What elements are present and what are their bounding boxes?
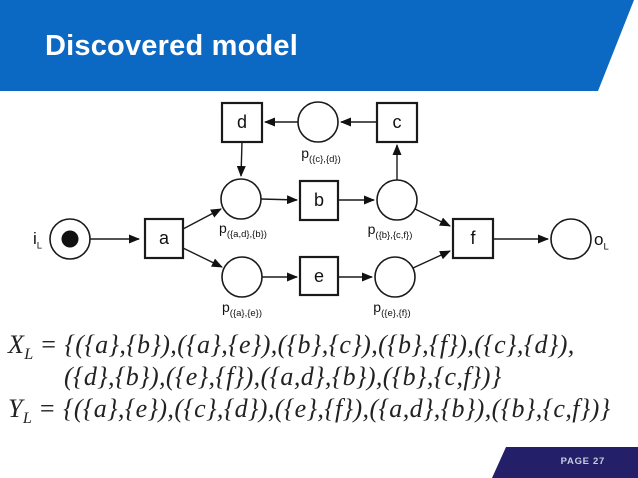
place-pef bbox=[374, 256, 416, 298]
label-il: iL bbox=[33, 229, 42, 251]
transition-e bbox=[298, 255, 340, 297]
arc-pef-f bbox=[412, 250, 451, 269]
place-label-sub: ({a},{e}) bbox=[229, 307, 263, 319]
formula-yl-line: YL = {({a},{e}),({c},{d}),({e},{f}),({a,d… bbox=[8, 394, 611, 428]
formula-xl-sub: L bbox=[24, 346, 34, 364]
transition-label-b: b bbox=[313, 190, 324, 210]
transition-c bbox=[375, 101, 419, 144]
transition-label-f: f bbox=[470, 228, 476, 248]
place-label-pbcf: p({b},{c,f}) bbox=[368, 221, 413, 240]
label-ol-sub: L bbox=[603, 241, 609, 253]
token-icon bbox=[61, 230, 79, 248]
place-padb bbox=[220, 178, 262, 220]
transition-label-e: e bbox=[313, 265, 324, 286]
formula-xl-line2: ({d},{b}),({e},{f}),({a,d},{b}),({b},{c,… bbox=[64, 362, 502, 392]
label-ol: oL bbox=[594, 230, 609, 252]
place-label-sub: ({e},{f}) bbox=[381, 307, 411, 319]
place-label-var: p bbox=[373, 299, 382, 315]
arc-a-padb bbox=[182, 208, 222, 230]
footer-banner: PAGE 27 bbox=[492, 447, 638, 478]
place-label-var: p bbox=[367, 221, 376, 237]
place-label-var: p bbox=[301, 145, 310, 161]
place-label-var: p bbox=[219, 220, 227, 236]
place-pae bbox=[221, 256, 263, 298]
place-label-sub: ({a,d},{b}) bbox=[226, 228, 267, 240]
transition-label-a: a bbox=[158, 228, 169, 248]
place-label-sub: ({b},{c,f}) bbox=[375, 229, 413, 241]
place-label-pcd: p({c},{d}) bbox=[301, 145, 341, 164]
page-title: Discovered model bbox=[45, 30, 299, 62]
formula-yl-sub: L bbox=[22, 410, 33, 428]
page-number: PAGE 27 bbox=[560, 456, 605, 467]
arc-pbcf-f bbox=[414, 208, 451, 227]
header-banner: Discovered model bbox=[0, 0, 634, 91]
label-il-sub: L bbox=[36, 240, 43, 252]
transition-f bbox=[451, 217, 495, 260]
formula-xl-body1: = {({a},{b}),({a},{e}),({b},{c}),({b},{f… bbox=[39, 330, 575, 359]
arc-a-pae bbox=[182, 247, 223, 268]
formula-xl-body2: ({d},{b}),({e},{f}),({a,d},{b}),({b},{c,… bbox=[64, 362, 502, 391]
formula-yl-body: = {({a},{e}),({c},{d}),({e},{f}),({a,d},… bbox=[38, 394, 611, 423]
label-ol-var: o bbox=[594, 230, 604, 249]
transition-label-d: d bbox=[236, 112, 247, 132]
transition-a bbox=[143, 217, 185, 260]
formula-xl-var: X bbox=[8, 330, 25, 359]
transition-d bbox=[220, 101, 264, 144]
formula-yl-var: Y bbox=[8, 394, 23, 423]
place-label-pef: p({e},{f}) bbox=[373, 299, 410, 318]
place-pcd bbox=[297, 101, 339, 143]
place-label-sub: ({c},{d}) bbox=[309, 153, 341, 165]
formula-xl-line1: XL = {({a},{b}),({a},{e}),({b},{c}),({b},… bbox=[8, 330, 575, 364]
transition-b bbox=[298, 179, 340, 222]
transition-label-c: c bbox=[392, 112, 402, 132]
place-label-padb: p({a,d},{b}) bbox=[219, 220, 267, 239]
place-ol bbox=[550, 218, 592, 260]
arc-d-padb bbox=[236, 141, 246, 177]
place-label-var: p bbox=[221, 299, 230, 315]
arc-padb-b bbox=[260, 195, 298, 205]
place-pbcf bbox=[376, 179, 418, 221]
label-il-var: i bbox=[33, 229, 37, 248]
place-label-pae: p({a},{e}) bbox=[222, 299, 262, 318]
